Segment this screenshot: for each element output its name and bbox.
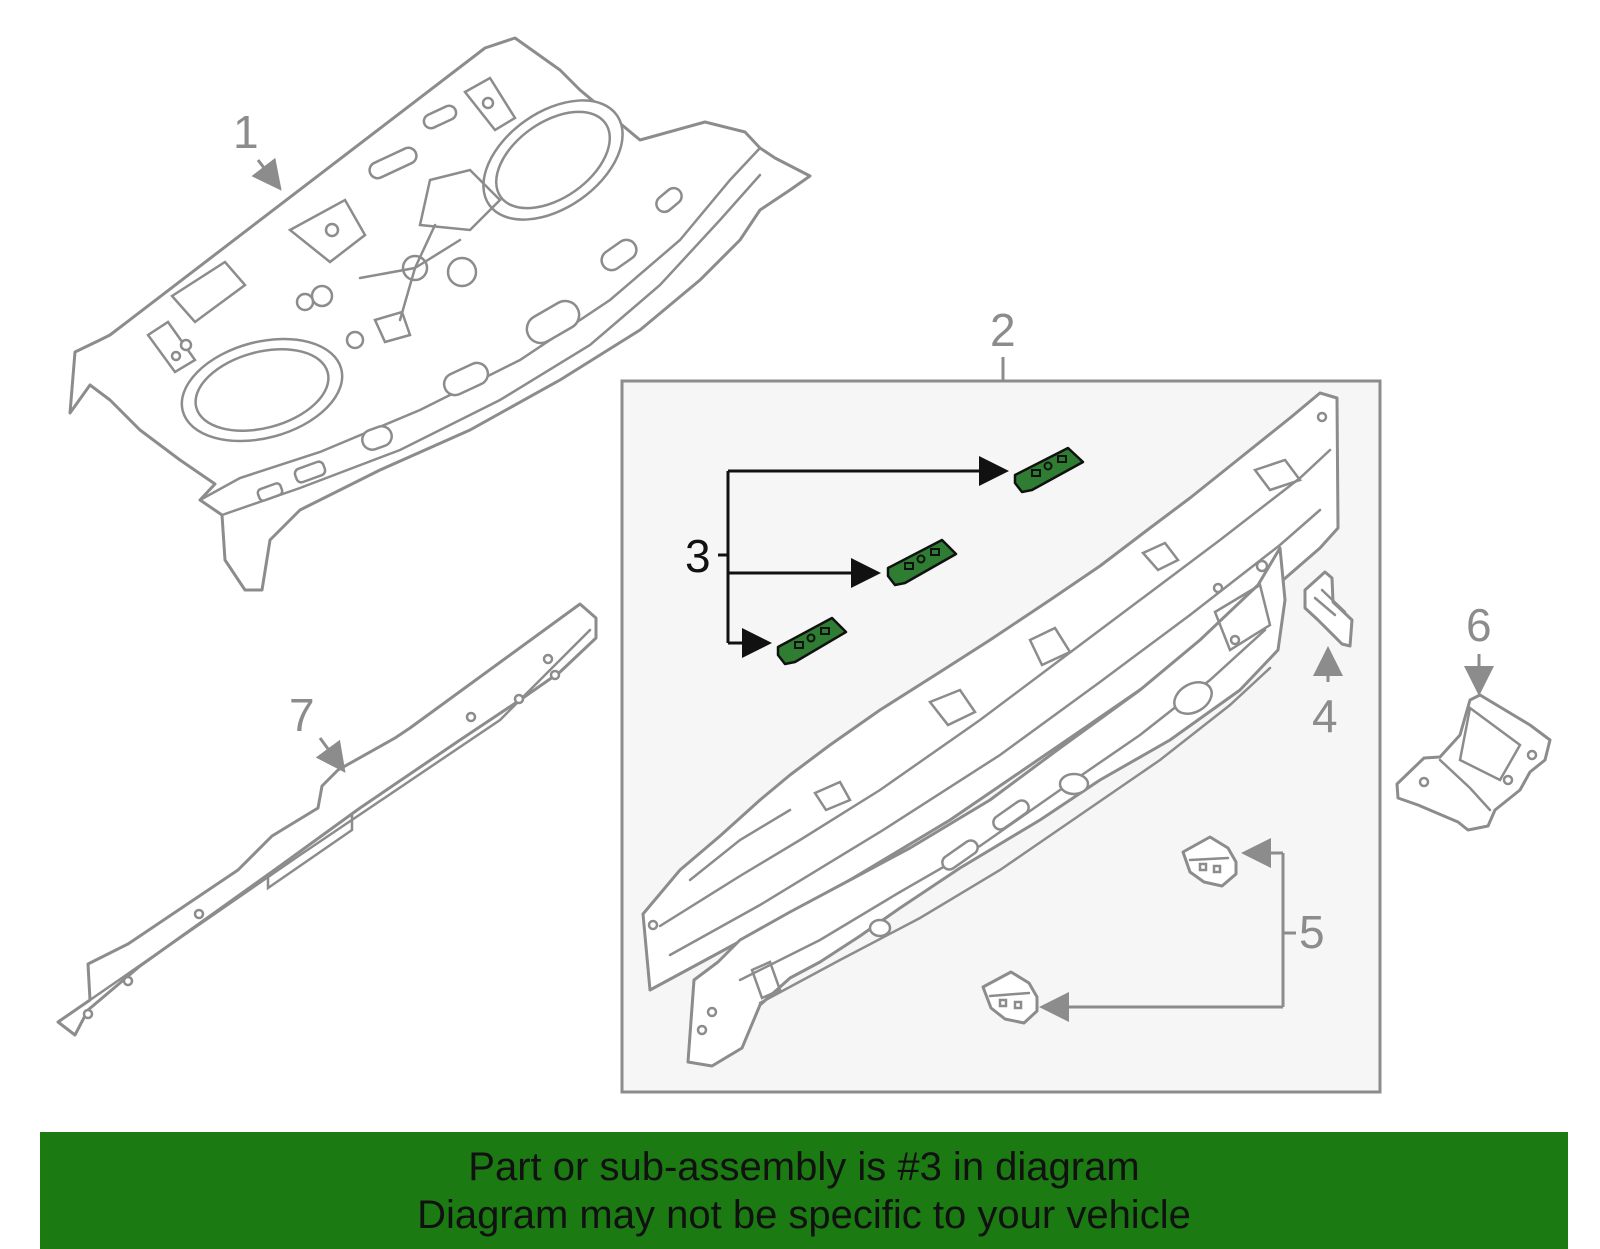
- callout-7-arrow: [315, 737, 346, 773]
- callout-3-label: 3: [685, 530, 711, 582]
- part-7-side-rail: [56, 602, 598, 1037]
- part-2-rear-floor-assembly: [620, 379, 1382, 1094]
- callout-7-label: 7: [289, 689, 315, 741]
- callout-1-label: 1: [233, 106, 259, 158]
- part-3-bracket-middle: [886, 538, 958, 587]
- part-6-gusset: [1395, 693, 1552, 832]
- part-3-bracket-bottom: [776, 616, 848, 666]
- callout-4-label: 4: [1312, 690, 1338, 742]
- part-4-bracket: [1303, 570, 1354, 648]
- info-banner: Part or sub-assembly is #3 in diagram Di…: [40, 1132, 1568, 1249]
- part-5-clip-upper: [1181, 835, 1238, 888]
- callout-2: 2: [990, 304, 1016, 381]
- callout-5: 5: [1039, 838, 1325, 1022]
- part-1-package-tray: [68, 36, 812, 592]
- part-3-bracket-top: [1013, 446, 1085, 494]
- callout-1: 1: [233, 106, 282, 191]
- part-3-highlighted-brackets: [776, 446, 1085, 666]
- banner-line-1: Part or sub-assembly is #3 in diagram: [468, 1144, 1140, 1189]
- part-5-clips: [981, 835, 1238, 1025]
- callout-2-label: 2: [990, 304, 1016, 356]
- callout-1-arrow: [251, 157, 282, 191]
- callout-4: 4: [1312, 646, 1343, 742]
- callout-6: 6: [1464, 599, 1494, 696]
- part-5-clip-lower: [981, 970, 1039, 1025]
- callout-3: 3: [685, 456, 1009, 658]
- callout-6-label: 6: [1466, 599, 1492, 651]
- banner-line-2: Diagram may not be specific to your vehi…: [417, 1192, 1191, 1237]
- callout-5-label: 5: [1299, 906, 1325, 958]
- callout-7: 7: [289, 689, 346, 773]
